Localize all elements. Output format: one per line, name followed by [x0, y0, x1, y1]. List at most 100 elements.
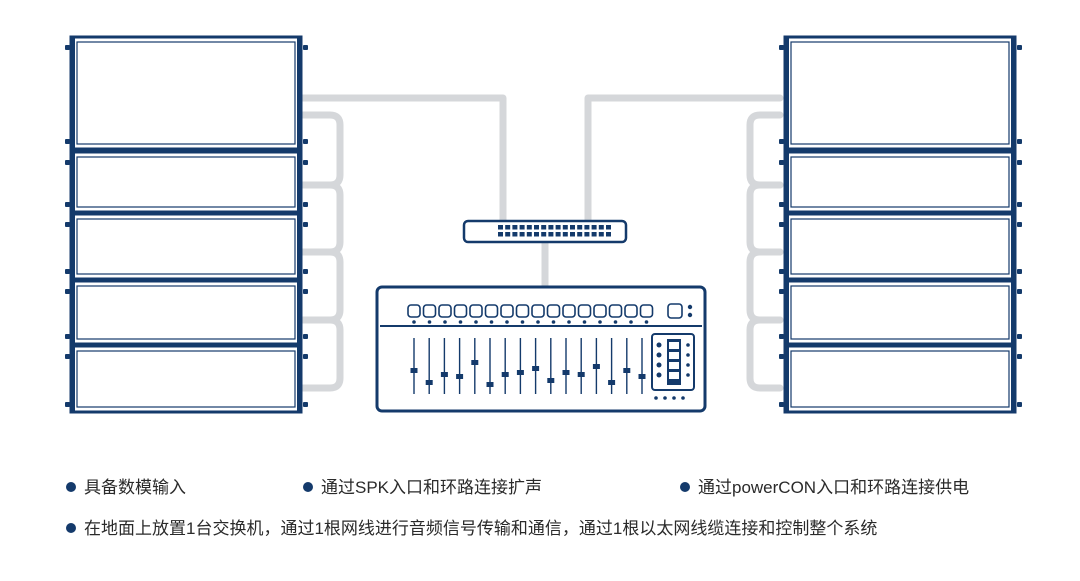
rigging-pin — [1017, 45, 1022, 50]
switch-port — [534, 225, 539, 230]
cabinet-frame — [783, 212, 1017, 281]
left-speaker-stack — [65, 35, 308, 414]
cable-left-to-switch — [296, 94, 507, 226]
rigging-pin — [1017, 222, 1022, 227]
switch-port — [606, 232, 611, 237]
fader-knob — [516, 370, 524, 375]
speaker-cabinet — [779, 150, 1022, 214]
switch-port — [519, 232, 525, 237]
channel-led — [551, 320, 556, 324]
rigging-pin — [303, 402, 308, 407]
feature-text: 通过powerCON入口和环路连接供电 — [698, 478, 970, 497]
switch-port — [591, 232, 597, 237]
switch-port — [505, 225, 511, 230]
cabinet-grille — [790, 350, 1010, 408]
switch-port — [562, 225, 568, 230]
bullet-dot-icon — [303, 481, 313, 492]
cabinet-frame — [69, 344, 303, 414]
fader-knob — [425, 380, 433, 385]
feature-text: 具备数模输入 — [84, 478, 186, 497]
master-button — [667, 303, 683, 319]
cabinet-grille — [790, 156, 1010, 208]
status-led — [681, 396, 685, 400]
channel-led — [613, 320, 618, 324]
display-cell — [669, 362, 679, 369]
speaker-cabinet — [779, 279, 1022, 346]
channel-led — [520, 320, 525, 324]
channel-select-button — [562, 304, 576, 318]
rigging-pin — [65, 45, 70, 50]
fader-knob — [501, 372, 509, 377]
channel-led — [427, 320, 432, 324]
fader-knob — [608, 380, 616, 385]
display-cell — [669, 372, 679, 379]
status-led — [654, 396, 658, 400]
cable-right-to-switch — [584, 94, 784, 226]
rigging-pin — [1017, 160, 1022, 165]
rigging-pin — [65, 402, 70, 407]
cabinet-frame — [69, 279, 303, 346]
channel-led — [567, 320, 571, 324]
speaker-cabinet — [65, 35, 308, 151]
display-cell — [669, 352, 679, 359]
switch-port — [512, 232, 518, 237]
rigging-pin — [303, 334, 308, 339]
rigging-pin — [1017, 202, 1022, 207]
diagram-canvas — [65, 35, 1022, 414]
bullet-dot-icon — [66, 522, 76, 533]
channel-select-button — [500, 304, 514, 318]
bullet-dot-icon — [680, 481, 690, 492]
cabinet-frame — [69, 35, 303, 151]
feature-item: 在地面上放置1台交换机，通过1根网线进行音频信号传输和通信，通过1根以太网线缆连… — [66, 514, 877, 539]
channel-select-button — [469, 304, 483, 318]
switch-port — [598, 232, 604, 237]
rigging-pin — [1017, 354, 1022, 359]
cabinet-frame — [783, 279, 1017, 346]
rigging-pin — [303, 202, 308, 207]
rigging-pin — [779, 289, 784, 294]
cabinet-grille — [76, 156, 296, 208]
rigging-pin — [303, 289, 308, 294]
switch-port — [548, 225, 554, 230]
rigging-pin — [303, 269, 308, 274]
switch-port — [555, 225, 561, 230]
cabinet-grille — [76, 218, 296, 275]
cable-loop-left — [296, 111, 344, 189]
network-switch-icon — [462, 219, 628, 244]
speaker-cabinet — [65, 212, 308, 281]
rigging-pin — [303, 222, 308, 227]
channel-select-button — [438, 304, 452, 318]
rigging-pin — [65, 354, 70, 359]
channel-led — [474, 320, 478, 324]
feature-item: 具备数模输入 — [66, 473, 186, 498]
status-led — [672, 396, 676, 400]
rigging-pin — [779, 202, 784, 207]
switch-port — [570, 232, 575, 237]
rigging-pin — [303, 45, 308, 50]
cable-routing — [296, 94, 784, 392]
rigging-pin — [1017, 402, 1022, 407]
master-led — [686, 343, 690, 347]
fader-knob — [623, 368, 631, 373]
rigging-pin — [779, 354, 784, 359]
speaker-cabinet — [779, 35, 1022, 151]
cable-loop-left — [296, 181, 344, 256]
feature-item: 通过powerCON入口和环路连接供电 — [680, 473, 969, 498]
switch-port — [577, 225, 583, 230]
cable-loop-right — [746, 111, 784, 189]
switch-port — [562, 232, 568, 237]
rigging-pin — [65, 160, 70, 165]
rigging-pin — [303, 354, 308, 359]
master-knob — [656, 352, 662, 358]
channel-led — [458, 320, 463, 324]
fader-knob — [440, 372, 448, 377]
channel-led — [505, 320, 509, 324]
channel-select-button — [608, 304, 623, 318]
rigging-pin — [779, 160, 784, 165]
channel-select-button — [407, 304, 421, 318]
master-led — [686, 353, 690, 357]
rigging-pin — [65, 334, 70, 339]
switch-port — [526, 225, 532, 230]
rigging-pin — [1017, 269, 1022, 274]
